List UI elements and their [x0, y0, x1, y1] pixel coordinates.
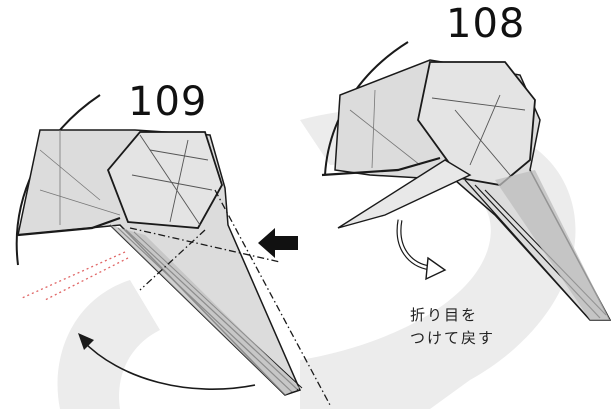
neck-edge [321, 156, 441, 177]
step-number-108: 108 [446, 1, 526, 47]
instruction-note: 折り目を つけて戻す [410, 304, 495, 350]
step-109-diagram [15, 94, 331, 406]
tail-shadow [495, 170, 610, 320]
neck-edge [17, 216, 121, 237]
instruction-line-1: 折り目を [410, 306, 479, 324]
push-arrow-icon [258, 228, 298, 258]
lowered-flap [337, 159, 472, 229]
step-number-109: 109 [128, 79, 208, 125]
paper-head-flap [417, 61, 536, 186]
dotted-guide [21, 251, 129, 301]
paper-head-flap [106, 131, 223, 229]
instruction-line-2: つけて戻す [410, 329, 496, 347]
step-108-diagram [321, 41, 611, 321]
tail-shadow [110, 225, 300, 395]
fold-lines [129, 189, 331, 406]
curved-arrow-icon [81, 339, 256, 390]
